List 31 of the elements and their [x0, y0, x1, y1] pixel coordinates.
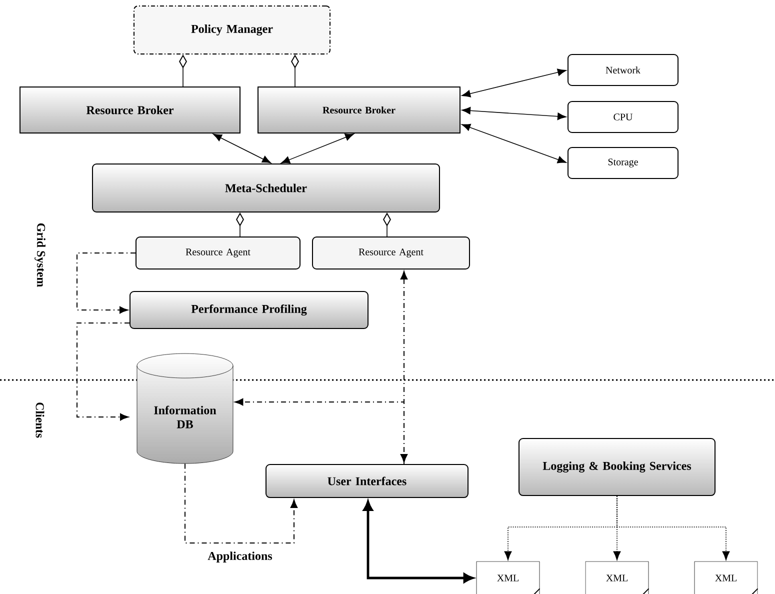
connector: [76, 252, 136, 314]
resource-box: Storage: [568, 147, 678, 179]
document-box: XML: [585, 561, 650, 594]
broker-box: Resource Broker: [258, 86, 460, 134]
document-box: XML: [476, 561, 540, 594]
connector: [213, 134, 272, 164]
connector: [281, 134, 354, 164]
connector: [616, 496, 730, 560]
broker-box: Resource Broker: [20, 86, 240, 134]
connector: [363, 500, 474, 583]
connector: [400, 270, 408, 463]
connector: [462, 124, 566, 164]
manager-box: Policy Manager: [134, 6, 330, 54]
edge-label: Applications: [206, 550, 274, 564]
resource-box: Network: [568, 54, 678, 86]
connector: [462, 106, 566, 120]
section-label: Clients: [36, 402, 44, 438]
section-label: Grid System: [34, 223, 46, 287]
database-cylinder: Information DB: [136, 353, 234, 464]
connector: [184, 463, 298, 544]
services-box: Logging & Booking Services: [518, 438, 716, 496]
resource-box: CPU: [568, 101, 678, 133]
document-box: XML: [694, 561, 758, 594]
agent-box: Resource Agent: [136, 236, 300, 270]
agent-box: Resource Agent: [312, 236, 470, 270]
scheduler-box: Meta-Scheduler: [92, 164, 440, 212]
profiling-box: Performance Profiling: [130, 291, 368, 329]
connector: [462, 68, 566, 98]
connector: [234, 398, 404, 464]
interface-box: User Interfaces: [266, 464, 468, 498]
connector: [76, 322, 130, 421]
